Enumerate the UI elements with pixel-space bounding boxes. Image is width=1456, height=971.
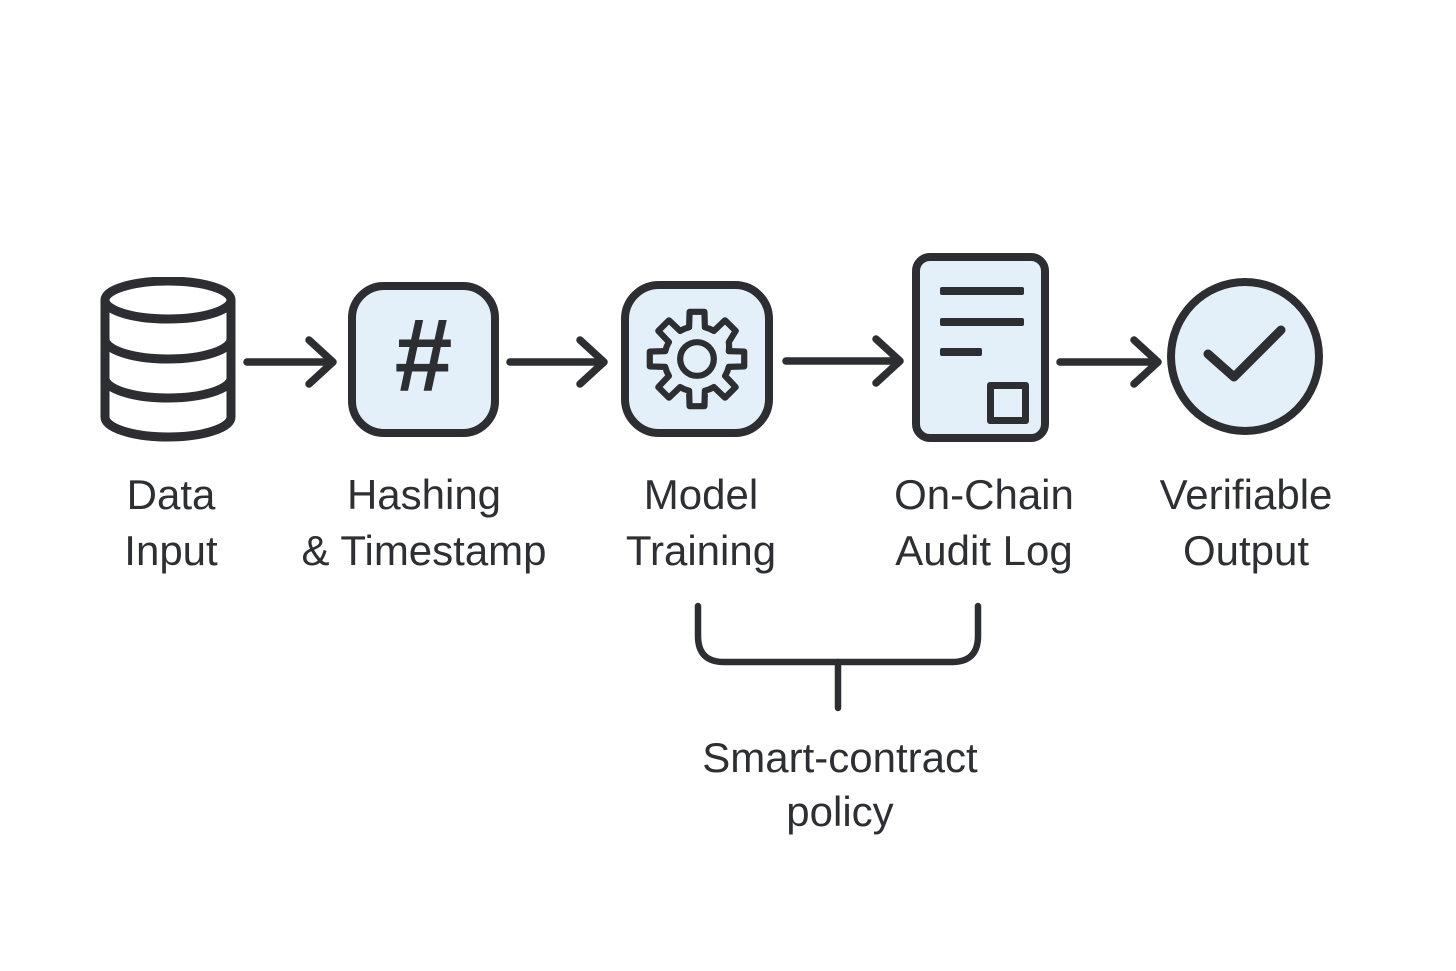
label-line: & Timestamp (301, 527, 547, 574)
annotation-smart-contract-policy: Smart-contract policy (702, 731, 977, 839)
hash-icon: # (394, 297, 453, 414)
document-text-line (940, 348, 982, 356)
label-line: Data (126, 471, 216, 518)
label-line: Model (643, 471, 759, 518)
annotation-line: policy (786, 788, 894, 835)
label-line: Training (625, 527, 777, 574)
label-verifiable-output: Verifiable Output (1160, 467, 1333, 579)
label-line: Hashing (346, 471, 502, 518)
label-line: Input (124, 527, 218, 574)
label-model-training: Model Training (626, 467, 776, 579)
label-line: Output (1182, 527, 1310, 574)
gear-icon (646, 308, 748, 410)
label-on-chain-audit-log: On-Chain Audit Log (894, 467, 1074, 579)
label-hashing-timestamp: Hashing & Timestamp (301, 467, 546, 579)
check-circle-icon (1167, 278, 1323, 435)
arrow-3-icon (782, 335, 904, 387)
database-icon (100, 277, 236, 442)
label-line: On-Chain (894, 471, 1074, 518)
annotation-line: Smart-contract (702, 734, 978, 781)
arrow-1-icon (243, 336, 337, 388)
bracket-connector (694, 602, 982, 712)
model-training-node (621, 281, 773, 437)
checkmark-icon (1203, 325, 1286, 382)
arrow-2-icon (506, 336, 608, 388)
label-line: Audit Log (895, 527, 1073, 574)
label-line: Verifiable (1159, 471, 1333, 518)
arrow-4-icon (1056, 336, 1162, 388)
document-icon (912, 253, 1049, 442)
document-stamp-square (987, 382, 1029, 424)
document-text-line (940, 318, 1024, 326)
hashing-node: # (348, 282, 499, 437)
document-text-line (940, 287, 1024, 295)
label-data-input: Data Input (124, 467, 217, 579)
